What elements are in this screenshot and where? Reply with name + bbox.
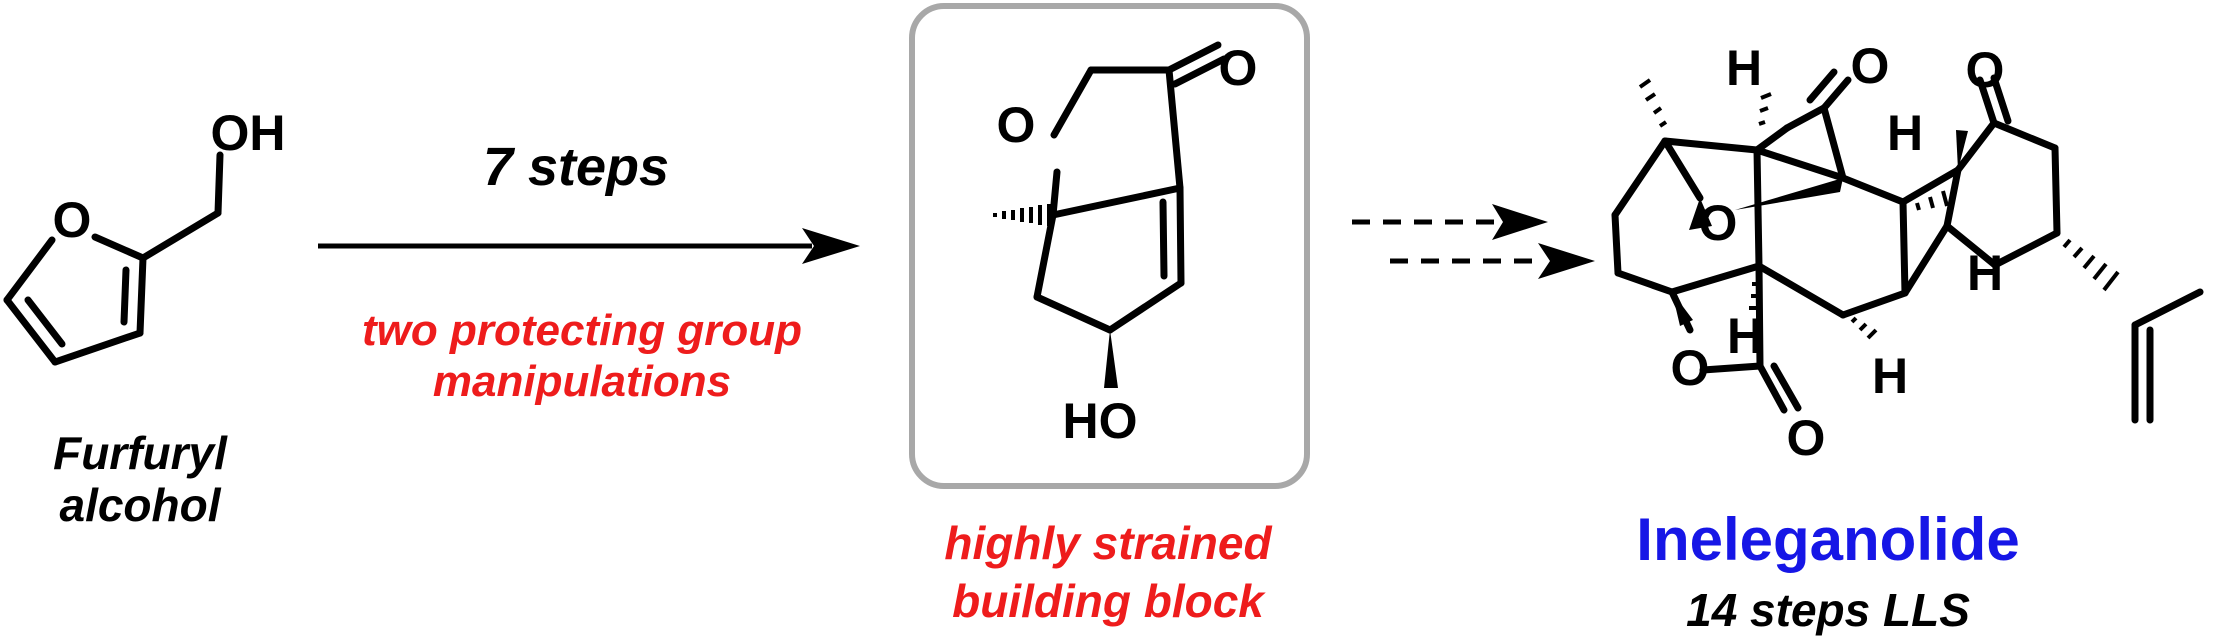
right-ketone-oxygen-label: O <box>1966 42 2005 98</box>
building-block-box <box>909 3 1310 489</box>
h-top-left-label: H <box>1726 40 1762 96</box>
protecting-group-note-line1: two protecting group <box>362 306 802 355</box>
retrosynthetic-dashed-arrows <box>1352 204 1595 279</box>
lactone-carbonyl-oxygen-label: O <box>1787 410 1826 466</box>
h-right-label: H <box>1967 245 2003 301</box>
target-subtitle: 14 steps LLS <box>1686 584 1970 636</box>
ether-oxygen-label: O <box>1699 195 1738 251</box>
building-block-structure: O O HO <box>993 40 1258 449</box>
building-block-hydroxyl-label: HO <box>1063 393 1138 449</box>
protecting-group-note-line2: manipulations <box>433 357 731 406</box>
ketone-oxygen-atom: O <box>1219 40 1258 96</box>
furanone-oxygen-atom: O <box>997 97 1036 153</box>
ineleganolide-structure: H O H O O H H O H O <box>1611 38 2204 466</box>
furan-oxygen-atom: O <box>53 192 92 248</box>
top-ketone-oxygen-label: O <box>1851 38 1890 94</box>
building-block-caption-line1: highly strained <box>944 517 1272 569</box>
lactone-ring-oxygen-label: O <box>1671 340 1710 396</box>
hydroxyl-label: OH <box>211 105 286 161</box>
target-name: Ineleganolide <box>1636 506 2019 573</box>
start-material-name-line1: Furfuryl <box>53 427 228 479</box>
h-low-label: H <box>1872 348 1908 404</box>
building-block-caption-line2: building block <box>952 575 1266 627</box>
start-material-name-line2: alcohol <box>59 479 221 531</box>
reaction-arrowhead <box>802 228 860 264</box>
step-count-label: 7 steps <box>483 137 669 197</box>
furfuryl-alcohol-structure: O OH <box>3 105 286 366</box>
h-low-left-label: H <box>1727 308 1763 364</box>
h-top-mid-label: H <box>1887 105 1923 161</box>
